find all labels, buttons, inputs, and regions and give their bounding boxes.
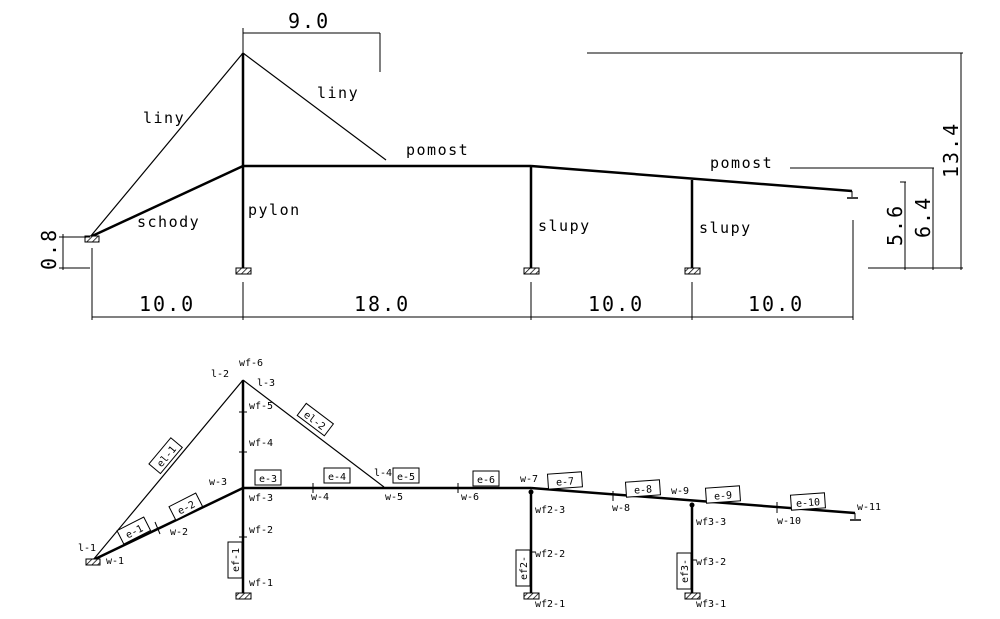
element-tag: ef3-	[676, 552, 692, 590]
element-tag: el-1	[148, 437, 183, 475]
node-label: wf-5	[249, 401, 273, 412]
element-tag: e-3	[254, 469, 282, 486]
node-dot	[528, 489, 534, 495]
node-label: l-2	[211, 369, 229, 380]
svg-text:e-5: e-5	[397, 472, 415, 483]
node-label: w-7	[520, 474, 538, 485]
support-fixed-icon	[684, 267, 701, 275]
svg-text:ef3-: ef3-	[680, 559, 691, 583]
element-tag: e-9	[704, 485, 741, 504]
dimension-label-span-3: 10.0	[588, 292, 644, 316]
dimension-bottom	[91, 220, 854, 320]
element-tag: el-2	[296, 402, 335, 437]
svg-text:e-8: e-8	[634, 484, 653, 496]
deck-right	[530, 164, 853, 193]
support-fixed-icon	[235, 267, 252, 275]
element-tag: e-7	[546, 471, 583, 490]
svg-text:e-9: e-9	[714, 490, 733, 502]
svg-text:ef-1: ef-1	[231, 548, 242, 572]
dimension-label-span-2: 18.0	[354, 292, 410, 316]
node-label: wf-4	[249, 438, 273, 449]
svg-text:ef2-: ef2-	[519, 556, 530, 580]
node-dot	[689, 502, 695, 508]
label-pylon: pylon	[248, 201, 301, 219]
dimension-right	[587, 52, 963, 270]
cable-left	[89, 52, 244, 238]
dimension-label-span-4: 10.0	[748, 292, 804, 316]
node-label: wf-3	[249, 493, 273, 504]
node-label: w-8	[612, 503, 630, 514]
dimension-label-left: 0.8	[37, 228, 61, 270]
node-label: wf2-1	[535, 599, 565, 610]
support-fixed-icon	[523, 592, 540, 600]
node-label: l-1	[78, 543, 96, 554]
support-fixed-icon	[684, 592, 701, 600]
node-label: l-3	[257, 378, 275, 389]
node-label: wf2-3	[535, 505, 565, 516]
svg-text:e-4: e-4	[328, 472, 346, 483]
label-schody: schody	[137, 213, 200, 231]
node-label: w-4	[311, 492, 329, 503]
top-frame-diagram: liny liny pomost pomost schody pylon slu…	[37, 9, 963, 320]
node-label: wf-1	[249, 578, 273, 589]
node-label: w-6	[461, 492, 479, 503]
dimension-label-right-3: 13.4	[939, 122, 963, 178]
dimension-label-right-1: 5.6	[883, 204, 907, 246]
element-tag: ef2-	[515, 549, 531, 587]
support-fixed-icon	[523, 267, 540, 275]
dimension-top	[242, 28, 381, 72]
element-tag: e-10	[789, 492, 826, 511]
bottom-model-diagram: l-1 l-2 l-3 l-4 w-1 w-2 w-3 w-4 w-5 w-6 …	[78, 358, 881, 610]
support-fixed-icon	[235, 592, 252, 600]
element-tag: e-5	[392, 467, 420, 484]
node-label: w-3	[209, 477, 227, 488]
node-label: wf-2	[249, 525, 273, 536]
svg-text:e-3: e-3	[259, 474, 277, 485]
dimension-label-top: 9.0	[288, 9, 330, 33]
label-liny-left: liny	[143, 109, 185, 127]
cable-left	[92, 379, 244, 561]
support-roller-icon	[850, 513, 861, 521]
label-pomost-main: pomost	[406, 141, 469, 159]
label-slupy-1: slupy	[538, 217, 591, 235]
element-tag: ef-1	[227, 541, 243, 579]
svg-text:e-7: e-7	[556, 476, 575, 488]
node-label: w-2	[170, 527, 188, 538]
node-label: wf-6	[239, 358, 263, 369]
label-liny-right: liny	[317, 84, 359, 102]
support-fixed-icon	[84, 235, 100, 243]
svg-text:e-10: e-10	[796, 497, 821, 510]
support-roller-icon	[847, 191, 858, 199]
label-pomost-right: pomost	[710, 154, 773, 172]
node-label: w-1	[106, 556, 124, 567]
svg-text:e-6: e-6	[477, 475, 495, 486]
element-tag: e-6	[472, 470, 500, 487]
node-label: l-4	[374, 468, 392, 479]
stairs-member	[92, 486, 244, 562]
node-label: wf2-2	[535, 549, 565, 560]
element-tag: e-8	[624, 479, 661, 498]
node-label: w-5	[385, 492, 403, 503]
support-fixed-icon	[85, 558, 101, 566]
node-label: w-11	[857, 502, 881, 513]
cable-right	[242, 379, 385, 488]
node-label: wf3-2	[696, 557, 726, 568]
label-slupy-2: slupy	[699, 219, 752, 237]
cable-right	[242, 52, 387, 161]
node-label: wf3-3	[696, 517, 726, 528]
dimension-left	[59, 234, 90, 270]
dimension-label-right-2: 6.4	[911, 196, 935, 238]
node-label: wf3-1	[696, 599, 726, 610]
element-tag: e-4	[323, 467, 351, 484]
node-label: w-9	[671, 486, 689, 497]
stairs-member	[89, 164, 244, 239]
node-label: w-10	[777, 516, 801, 527]
dimension-label-span-1: 10.0	[139, 292, 195, 316]
